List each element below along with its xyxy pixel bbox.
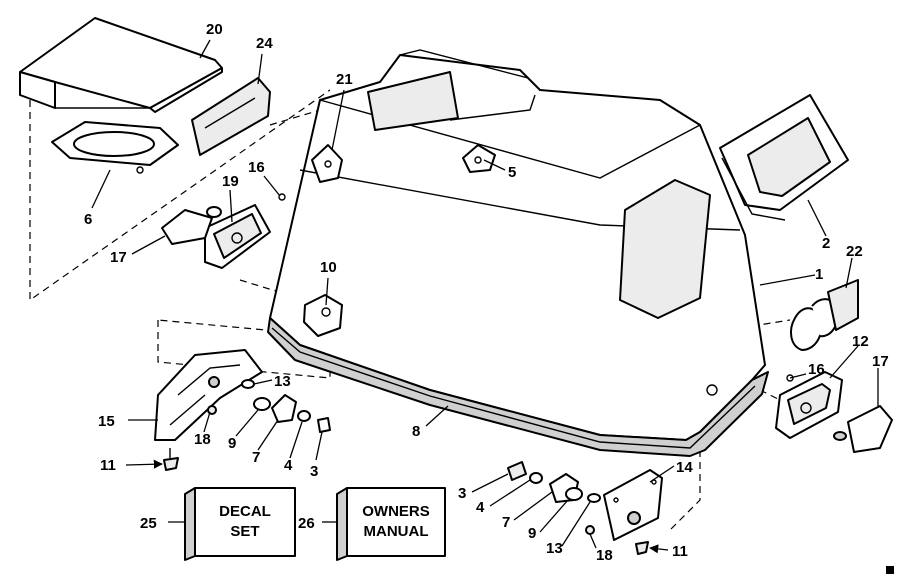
callout-7-left: 7 [252, 449, 260, 466]
callout-16-left: 16 [248, 159, 265, 176]
part-21-screw-plate [311, 144, 343, 183]
part-9-washer-left [253, 397, 271, 411]
callout-15: 15 [98, 413, 115, 430]
callout-1: 1 [815, 266, 823, 283]
leader-lines [91, 39, 879, 554]
callout-18-left: 18 [194, 431, 211, 448]
callout-12: 12 [852, 333, 869, 350]
part-4-washer-left [297, 410, 311, 422]
callout-3-left: 3 [310, 463, 318, 480]
callout-3-right: 3 [458, 485, 466, 502]
decal-set-line1: DECAL [219, 503, 271, 520]
part-3-screw-left [317, 417, 331, 433]
callout-25: 25 [140, 515, 157, 532]
callout-4-right: 4 [476, 499, 485, 516]
callout-19: 19 [222, 173, 239, 190]
part-15-bracket [154, 349, 263, 441]
part-6-gasket [51, 121, 179, 174]
part-13-washer-right [587, 493, 601, 503]
part-9-washer-right [565, 487, 583, 501]
callout-5: 5 [508, 164, 516, 181]
callout-labels: 20 24 6 21 5 16 19 17 10 1 2 22 16 12 17… [84, 21, 889, 564]
callout-26: 26 [298, 515, 315, 532]
owners-manual-line2: MANUAL [364, 523, 429, 540]
part-2-window-frame [719, 94, 849, 221]
part-4-washer-right [529, 472, 543, 484]
callout-17-left: 17 [110, 249, 127, 266]
callout-17-right: 17 [872, 353, 889, 370]
callout-14: 14 [676, 459, 693, 476]
part-5-mount [462, 144, 496, 173]
callout-9-left: 9 [228, 435, 236, 452]
part-11-stud-right [635, 541, 649, 555]
callout-11-right: 11 [672, 543, 688, 560]
part-11-stud-left [163, 448, 179, 471]
callout-13-left: 13 [274, 373, 291, 390]
corner-mark [886, 566, 894, 574]
part-7-link-left [271, 394, 297, 423]
callout-16-right: 16 [808, 361, 825, 378]
callout-10: 10 [320, 259, 337, 276]
callout-24: 24 [256, 35, 273, 52]
part-12-grille-right [775, 371, 843, 439]
part-17-vent-right [833, 405, 893, 453]
callout-2: 2 [822, 235, 830, 252]
decal-set-line2: SET [230, 523, 259, 540]
callout-22: 22 [846, 243, 863, 260]
part-17-vent-left [161, 206, 222, 245]
part-3-screw-right [507, 461, 527, 481]
part-24-seal [191, 77, 271, 156]
callout-6: 6 [84, 211, 92, 228]
callout-21: 21 [336, 71, 353, 88]
callout-4-left: 4 [284, 457, 293, 474]
part-16-screw-left [278, 193, 286, 201]
callout-18-right: 18 [596, 547, 613, 564]
part-10-front-plate [303, 294, 343, 337]
box-labels: DECAL SET OWNERS MANUAL [219, 503, 430, 540]
part-16-screw-right [786, 374, 794, 382]
callout-9-right: 9 [528, 525, 536, 542]
part-19-grille [204, 204, 271, 269]
part-25-decal-set-box [184, 487, 296, 561]
callout-20: 20 [206, 21, 223, 38]
owners-manual-line1: OWNERS [362, 503, 430, 520]
part-1-motor-cover [267, 49, 769, 457]
part-22-decals [789, 279, 859, 351]
callout-8: 8 [412, 423, 420, 440]
part-26-owners-manual-box [336, 487, 446, 561]
callout-11-left: 11 [100, 457, 116, 474]
part-18-nut-right [585, 525, 595, 535]
part-14-bracket-plate [603, 469, 663, 541]
callout-7-right: 7 [502, 514, 510, 531]
callout-13-right: 13 [546, 540, 563, 557]
part-20-silencer-cover [19, 17, 223, 113]
part-13-washer-left [241, 379, 255, 389]
